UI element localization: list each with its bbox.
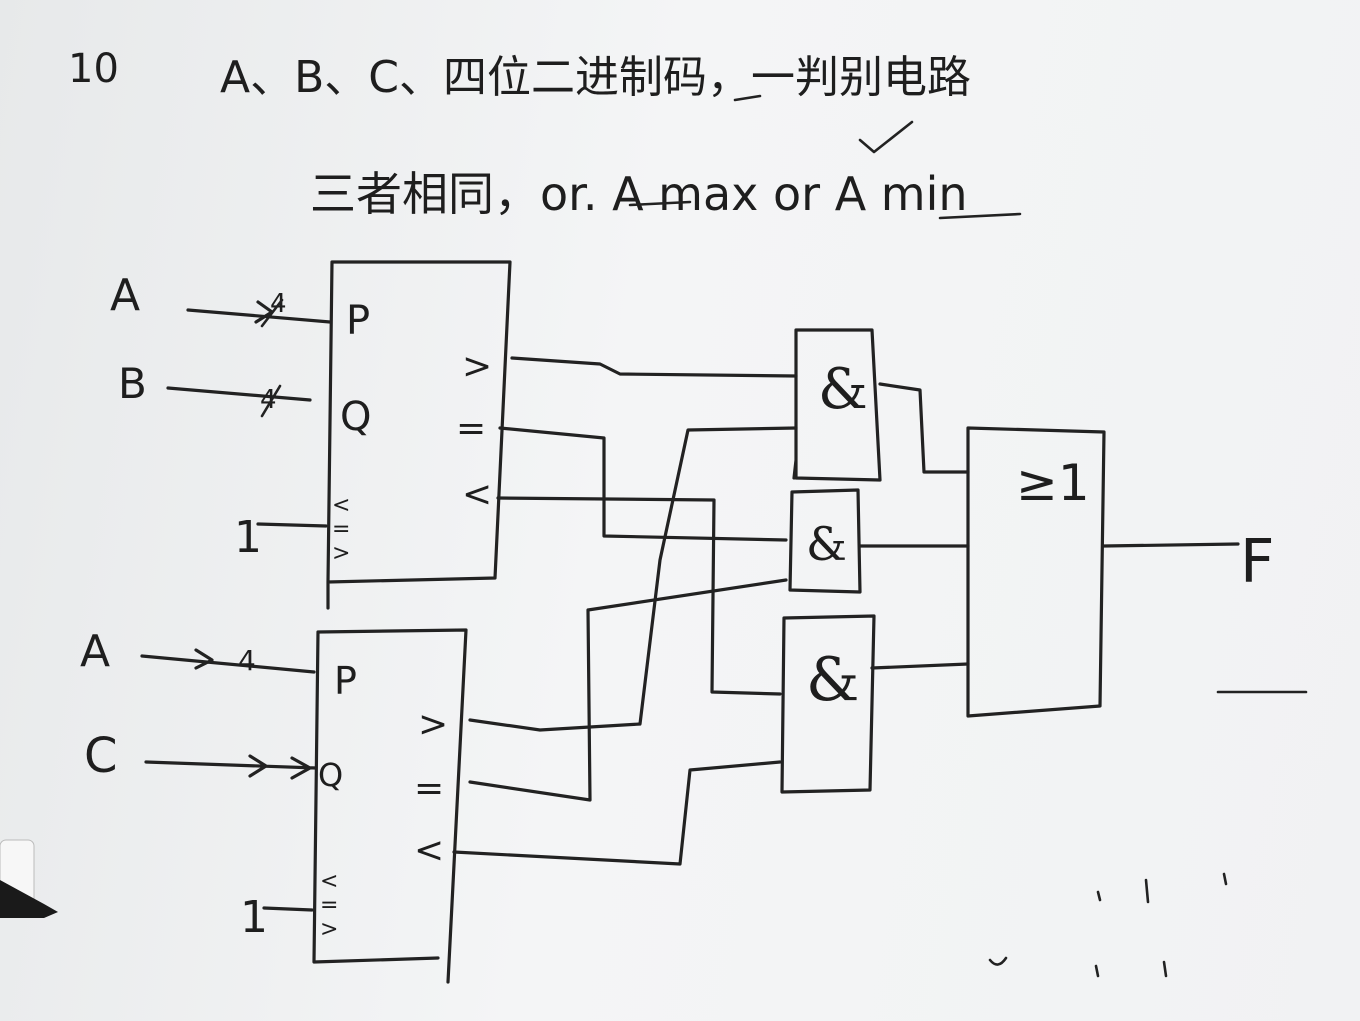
underline-or-2 bbox=[938, 212, 1022, 220]
wire-and3-to-or bbox=[870, 662, 970, 670]
top-cascade-wire bbox=[256, 522, 328, 528]
wire-top-gt-to-and1 bbox=[510, 356, 798, 378]
top-pin-p: P bbox=[346, 298, 370, 344]
bottom-input-a-width: 4 bbox=[238, 644, 256, 677]
wire-top-eq-to-and2 bbox=[498, 426, 788, 542]
bottom-pin-p: P bbox=[334, 659, 357, 703]
marker-icon bbox=[0, 839, 58, 918]
top-cascade-value: 1 bbox=[234, 512, 262, 563]
bottom-cascade-sym-3: > bbox=[320, 917, 338, 942]
and-gate-3-symbol: & bbox=[806, 645, 859, 715]
wire-bottom-eq-to-and2 bbox=[468, 578, 788, 802]
wire-and1-to-or bbox=[878, 382, 970, 474]
top-input-b-width: 4 bbox=[260, 385, 277, 415]
bottom-out-lt-label: < bbox=[414, 830, 444, 871]
underline-or bbox=[628, 200, 692, 207]
stroke-mark bbox=[733, 94, 762, 102]
bottom-cascade-sym-1: < bbox=[320, 869, 338, 894]
top-out-eq-label: = bbox=[456, 408, 486, 449]
or-gate-symbol: ≥1 bbox=[1016, 454, 1090, 512]
top-input-a-label: A bbox=[110, 270, 140, 321]
and-gate-1-symbol: & bbox=[818, 357, 868, 422]
wire-top-lt-to-and3 bbox=[496, 496, 782, 696]
output-label: F bbox=[1240, 527, 1275, 597]
check-mark bbox=[858, 120, 914, 154]
and-gate-2-box bbox=[788, 488, 862, 594]
and-gate-1: & bbox=[792, 328, 882, 482]
bottom-input-c-wire bbox=[144, 754, 318, 780]
bottom-input-a-wire bbox=[140, 648, 316, 674]
header-line-1: A、B、C、四位二进制码，一判别电路 bbox=[220, 52, 971, 103]
or-gate: ≥1 bbox=[966, 426, 1106, 718]
bottom-cascade-wire bbox=[262, 906, 314, 912]
problem-number: 10 bbox=[68, 46, 119, 92]
comparator-bottom-box bbox=[312, 628, 468, 984]
bottom-cascade-sym-2: = bbox=[320, 893, 338, 918]
top-bus-slash-b bbox=[260, 384, 282, 418]
wire-bottom-gt-to-and1 bbox=[468, 426, 798, 732]
bottom-input-a-label: A bbox=[80, 626, 110, 677]
top-input-b-wire bbox=[166, 386, 312, 402]
top-out-lt-label: < bbox=[462, 474, 492, 515]
bottom-pin-q: Q bbox=[318, 756, 343, 794]
top-pin-q: Q bbox=[340, 394, 371, 440]
and-gate-2: & bbox=[788, 488, 862, 594]
comparator-top: A 4 B 4 P Q 1 < = > > = < bbox=[110, 260, 512, 610]
and-gate-3-box bbox=[780, 614, 876, 794]
stray-marks bbox=[988, 872, 1228, 978]
wire-or-to-output bbox=[1102, 542, 1240, 548]
or-gate-box bbox=[966, 426, 1106, 718]
comparator-bottom: A 4 C P Q 1 < = > > = < bbox=[80, 626, 468, 984]
and-gate-3: & bbox=[780, 614, 876, 794]
and-gate-2-symbol: & bbox=[806, 517, 847, 571]
top-cascade-sym-2: = bbox=[332, 517, 350, 542]
header-line-2: 三者相同，or. A max or A min bbox=[310, 167, 968, 221]
comparator-top-box bbox=[326, 260, 512, 610]
bottom-cascade-value: 1 bbox=[240, 892, 268, 943]
top-cascade-sym-1: < bbox=[332, 493, 350, 518]
top-bus-slash-a bbox=[260, 298, 284, 328]
bottom-out-eq-label: = bbox=[414, 768, 444, 809]
bottom-out-gt-label: > bbox=[418, 704, 448, 745]
bottom-input-c-label: C bbox=[84, 728, 118, 784]
top-cascade-sym-3: > bbox=[332, 541, 350, 566]
top-input-a-wire bbox=[186, 300, 332, 324]
wire-bottom-lt-to-and3 bbox=[452, 760, 782, 866]
top-out-gt-label: > bbox=[462, 346, 492, 387]
top-input-b-label: B bbox=[118, 359, 147, 408]
